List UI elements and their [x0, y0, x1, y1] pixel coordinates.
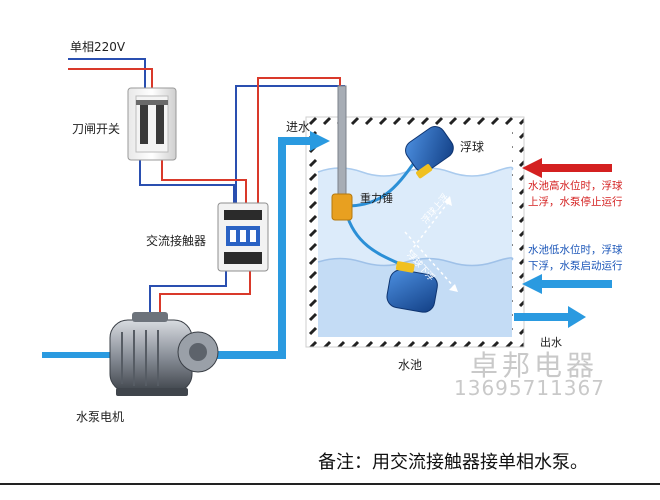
blue-wires	[68, 58, 345, 318]
high-level-arrow-shaft	[540, 164, 612, 172]
low-water-line	[317, 257, 514, 267]
knife-switch-label: 刀闸开关	[72, 122, 121, 136]
weight-label: 重力锤	[360, 192, 393, 205]
water-pipes	[42, 131, 586, 359]
motor-base	[116, 388, 188, 396]
contactor-label: 交流接触器	[146, 234, 207, 248]
outlet-label: 出水	[540, 336, 562, 349]
weight-block	[331, 193, 353, 221]
pump-motor-label: 水泵电机	[76, 410, 125, 424]
inlet-label: 进水	[286, 120, 311, 134]
remark-text: 备注：用交流接触器接单相水泵。	[318, 452, 588, 473]
float-down-path	[404, 231, 456, 289]
low-level-note-line-1: 水池低水位时，浮球	[528, 244, 623, 256]
red-wire-switch-contactor	[161, 160, 247, 205]
power-label: 单相220V	[70, 40, 126, 54]
red-wire-power	[68, 68, 153, 88]
high-level-note: 水池高水位时，浮球 上浮，水泵停止运行	[528, 178, 623, 210]
low-level-note-line-2: 下浮，水泵启动运行	[528, 260, 623, 272]
low-level-arrow-head	[522, 274, 542, 294]
float-up-arrowhead	[444, 196, 452, 206]
float-down-arrowhead	[449, 284, 458, 292]
float-switch	[331, 85, 458, 313]
float-cable-low	[344, 211, 401, 266]
knife-switch	[127, 87, 177, 161]
blue-wire-power	[68, 58, 146, 88]
high-level-note-line-1: 水池高水位时，浮球	[528, 180, 623, 192]
watermark-brand: 卓邦电器	[470, 349, 599, 382]
high-level-arrow-head	[522, 158, 542, 178]
red-wire-motor	[159, 270, 251, 318]
outlet-pipe	[514, 313, 570, 321]
pump-motor	[109, 312, 219, 396]
motor-terminal-box	[132, 312, 168, 322]
high-level-note-line-2: 上浮，水泵停止运行	[528, 196, 623, 208]
float-up-path	[409, 199, 451, 253]
red-wires	[68, 68, 341, 318]
low-level-arrow-shaft	[540, 280, 612, 288]
inlet-pipe	[210, 137, 312, 359]
blue-wire-motor	[149, 270, 227, 318]
float-rod	[337, 85, 347, 197]
level-arrows	[522, 158, 612, 294]
tank-label: 水池	[398, 358, 423, 372]
float-ball-label: 浮球	[460, 140, 485, 154]
float-cable-high	[345, 159, 418, 208]
float-ball-high	[405, 126, 454, 179]
float-ball-low	[386, 261, 438, 313]
outlet-arrow	[568, 306, 586, 328]
low-level-note: 水池低水位时，浮球 下浮，水泵启动运行	[528, 242, 623, 274]
blue-wire-switch-contactor	[139, 160, 235, 205]
ac-contactor	[217, 202, 269, 272]
watermark-phone: 13695711367	[454, 376, 605, 400]
inlet-arrow	[310, 131, 330, 151]
